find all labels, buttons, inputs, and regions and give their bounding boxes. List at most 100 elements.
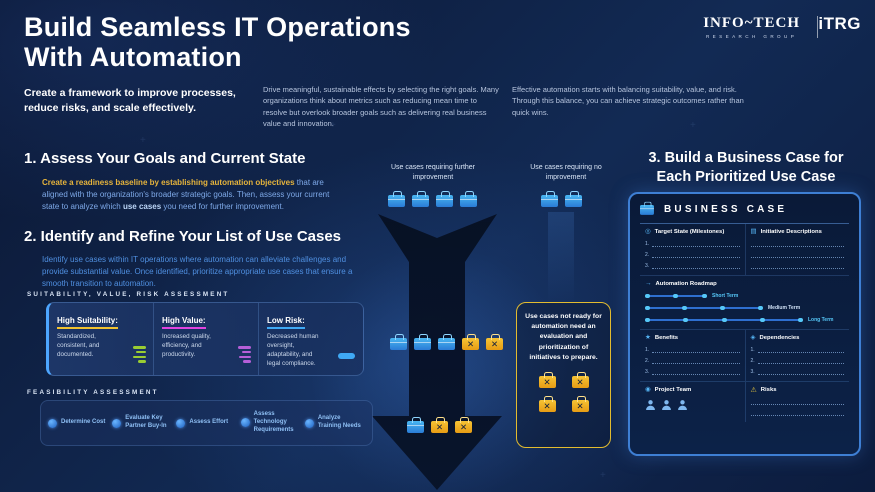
briefcase-x-icon: ✕ <box>462 334 479 350</box>
warning-triangle-icon: ⚠ <box>750 386 757 394</box>
section3-heading-line2: Each Prioritized Use Case <box>656 168 836 185</box>
automation-roadmap-section: → Automation Roadmap Short Term Medium T… <box>640 276 849 330</box>
feasibility-item-technology-requirements: Assess Technology Requirements <box>240 411 301 434</box>
business-case-header: BUSINESS CASE <box>640 201 849 224</box>
column-text: Standardized, consistent, and documented… <box>57 333 100 358</box>
step-circle-icon <box>112 418 122 428</box>
fill-in-line <box>750 411 844 416</box>
timeline-line <box>645 305 763 310</box>
section2-heading: 2. Identify and Refine Your List of Use … <box>24 228 342 245</box>
blue-pill-icon <box>338 353 355 359</box>
target-state-section: ◎ Target State (Milestones) 1. 2. 3. <box>640 224 745 275</box>
use-case-group-assessed: ✕ ✕ <box>390 334 503 350</box>
roadmap-medium-term-row: Medium Term <box>645 305 844 311</box>
feasibility-item-partner-buy-in: Evaluate Key Partner Buy-In <box>112 415 172 431</box>
initiative-descriptions-label: Initiative Descriptions <box>760 229 822 236</box>
purple-bars-icon <box>238 346 251 363</box>
feasibility-item-determine-cost: Determine Cost <box>48 418 108 428</box>
section1-bold: use cases <box>122 202 162 211</box>
business-case-row-3: ◉ Project Team ⚠ Risks <box>640 381 849 422</box>
roadmap-term-label: Short Term <box>712 293 739 299</box>
list-number: 2. <box>645 357 650 364</box>
target-icon: ◎ <box>645 228 651 235</box>
risks-label: Risks <box>760 387 777 393</box>
section3-heading-line1: 3. Build a Business Case for <box>648 150 844 166</box>
label-use-cases-further-improvement: Use cases requiring further improvement <box>390 164 476 181</box>
intro-paragraph-balance: Effective automation starts with balanci… <box>512 85 744 117</box>
list-number: 3. <box>645 368 650 375</box>
fill-in-line <box>652 264 740 269</box>
column-text: Decreased human oversight, adaptability,… <box>267 333 319 367</box>
section1-body: Create a readiness baseline by establish… <box>42 177 344 213</box>
briefcase-x-icon: ✕ <box>486 334 503 350</box>
bg-plus-decoration: + <box>600 470 606 481</box>
use-case-group-further <box>388 191 477 207</box>
briefcase-icon <box>541 191 558 207</box>
briefcase-icon <box>640 201 654 215</box>
column-text: Increased quality, efficiency, and produ… <box>162 333 211 358</box>
fill-in-line <box>750 264 844 269</box>
flow-glow-strip <box>548 212 574 304</box>
team-icon: ◉ <box>645 385 651 393</box>
intro-paragraph-goals: Drive meaningful, sustainable effects by… <box>263 85 499 128</box>
step-circle-icon <box>304 418 314 428</box>
page-title-line1: Build Seamless IT Operations <box>24 12 411 42</box>
feasibility-item-assess-effort: Assess Effort <box>176 418 236 428</box>
business-case-panel: BUSINESS CASE ◎ Target State (Milestones… <box>628 192 861 456</box>
fill-in-line <box>750 242 844 247</box>
briefcase-icon <box>565 191 582 207</box>
briefcase-icon <box>407 417 424 433</box>
not-ready-text: Use cases not ready for automation need … <box>525 313 602 361</box>
list-number: 2. <box>645 251 650 258</box>
section1-heading: 1. Assess Your Goals and Current State <box>24 150 306 167</box>
fill-in-line <box>757 370 844 375</box>
briefcase-icon <box>412 191 429 207</box>
briefcase-x-icon: ✕ <box>455 417 472 433</box>
fill-in-line <box>652 242 740 247</box>
document-icon: ▤ <box>750 228 757 235</box>
target-state-label: Target State (Milestones) <box>654 229 725 236</box>
briefcase-icon <box>388 191 405 207</box>
bg-plus-decoration: + <box>140 135 146 146</box>
list-number: 3. <box>750 368 755 375</box>
briefcase-icon <box>390 334 407 350</box>
briefcase-icon <box>438 334 455 350</box>
feasibility-item-training-needs: Analyze Training Needs <box>304 415 365 431</box>
roadmap-icon: → <box>645 279 652 287</box>
not-ready-icon-grid: ✕ ✕ ✕ ✕ <box>524 371 603 412</box>
section1-highlight: Create a readiness baseline by establish… <box>42 178 295 187</box>
infotech-logo-subtitle: RESEARCH GROUP <box>705 34 798 39</box>
list-number: 1. <box>645 240 650 247</box>
green-bars-icon <box>133 346 146 363</box>
fill-in-line <box>750 400 844 405</box>
use-case-group-feasibility: ✕ ✕ <box>407 417 472 433</box>
briefcase-x-icon: ✕ <box>571 395 589 412</box>
bg-plus-decoration: + <box>330 120 336 131</box>
section2-body: Identify use cases within IT operations … <box>42 255 353 288</box>
intro-statement: Create a framework to improve processes,… <box>24 87 236 114</box>
feasibility-item-label: Analyze Training Needs <box>317 415 361 429</box>
briefcase-x-icon: ✕ <box>538 371 556 388</box>
briefcase-x-icon: ✕ <box>431 417 448 433</box>
column-title: High Value: <box>162 316 206 329</box>
itrg-logo: iTRG <box>818 14 861 33</box>
fill-in-line <box>652 348 740 353</box>
initiative-descriptions-section: ▤ Initiative Descriptions <box>744 224 850 275</box>
suitability-column-high-value: High Value: Increased quality, efficienc… <box>153 303 258 375</box>
feasibility-panel: Determine Cost Evaluate Key Partner Buy-… <box>40 400 373 446</box>
timeline-line <box>645 317 803 322</box>
label-use-cases-no-improvement: Use cases requiring no improvement <box>530 164 602 181</box>
fill-in-line <box>750 253 844 258</box>
fill-in-line <box>652 370 740 375</box>
benefits-label: Benefits <box>654 335 679 342</box>
suitability-column-high-suitability: High Suitability: Standardized, consiste… <box>49 303 153 375</box>
briefcase-x-icon: ✕ <box>538 395 556 412</box>
page-title-line2: With Automation <box>24 42 242 73</box>
section1-text: that are aligned with the organization's… <box>42 178 330 211</box>
person-icon <box>646 400 655 410</box>
briefcase-x-icon: ✕ <box>571 371 589 388</box>
business-case-row-1: ◎ Target State (Milestones) 1. 2. 3. ▤ I… <box>640 224 849 276</box>
section3-heading: 3. Build a Business Case for Each Priori… <box>620 149 872 186</box>
suitability-column-low-risk: Low Risk: Decreased human oversight, ada… <box>258 303 363 375</box>
